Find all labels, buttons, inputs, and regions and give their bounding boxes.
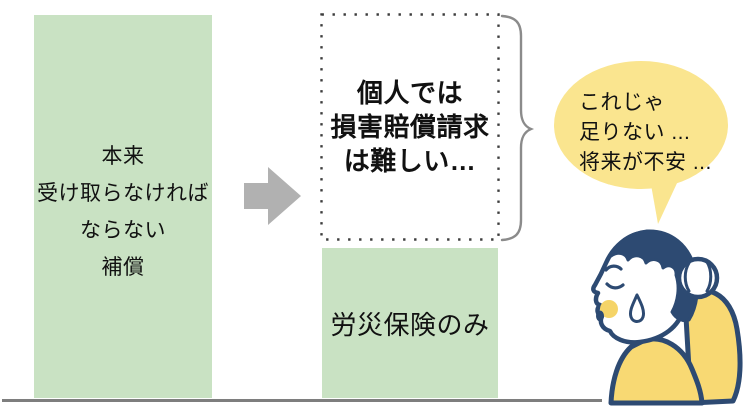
rousai-insurance-label: 労災保険のみ xyxy=(330,309,490,340)
rousai-insurance-bar: 労災保険のみ xyxy=(322,248,498,398)
dotted-border xyxy=(320,13,500,241)
character-blush xyxy=(600,300,618,318)
damages-gap-label: 個人では 損害賠償請求 は難しい… xyxy=(330,76,489,178)
character-eyebrow xyxy=(604,264,623,272)
character-bun-line2 xyxy=(705,260,713,293)
speech-bubble-text: これじゃ 足りない ... 将来が不安 ... xyxy=(579,88,729,178)
damages-gap-box: 個人では 損害賠償請求 は難しい… xyxy=(320,13,500,241)
speech-bubble-line1: これじゃ xyxy=(579,91,665,114)
full-compensation-label: 本来 受け取らなければ ならない 補償 xyxy=(37,128,209,286)
speech-bubble xyxy=(554,61,728,189)
character-eye xyxy=(605,282,625,290)
crying-person-illustration xyxy=(585,225,750,418)
speech-bubble-tail-shape xyxy=(650,179,678,224)
full-compensation-label-line3: ならない xyxy=(80,218,166,242)
damages-gap-label-line3: は難しい… xyxy=(343,146,477,176)
speech-bubble-tail xyxy=(645,178,679,226)
character-tear xyxy=(629,293,645,323)
crying-person-drawing xyxy=(591,229,743,406)
full-compensation-label-line2: 受け取らなければ xyxy=(37,181,209,205)
curly-brace xyxy=(498,13,536,245)
character-bun-line1 xyxy=(683,261,691,293)
speech-bubble-line2: 足りない ... xyxy=(579,121,691,144)
character-body xyxy=(608,336,705,406)
full-compensation-label-line4: 補償 xyxy=(101,255,145,279)
speech-bubble-line3: 将来が不安 ... xyxy=(579,151,712,174)
damages-gap-label-line2: 損害賠償請求 xyxy=(330,112,490,142)
curly-brace-shape xyxy=(500,14,535,242)
character-mouth xyxy=(596,310,604,322)
ground-line xyxy=(2,399,602,402)
arrow-right-shape xyxy=(244,167,301,225)
arrow-right-icon xyxy=(244,166,302,226)
full-compensation-bar: 本来 受け取らなければ ならない 補償 xyxy=(34,15,212,398)
full-compensation-label-line1: 本来 xyxy=(101,144,145,168)
damages-gap-label-line1: 個人では xyxy=(356,78,463,108)
